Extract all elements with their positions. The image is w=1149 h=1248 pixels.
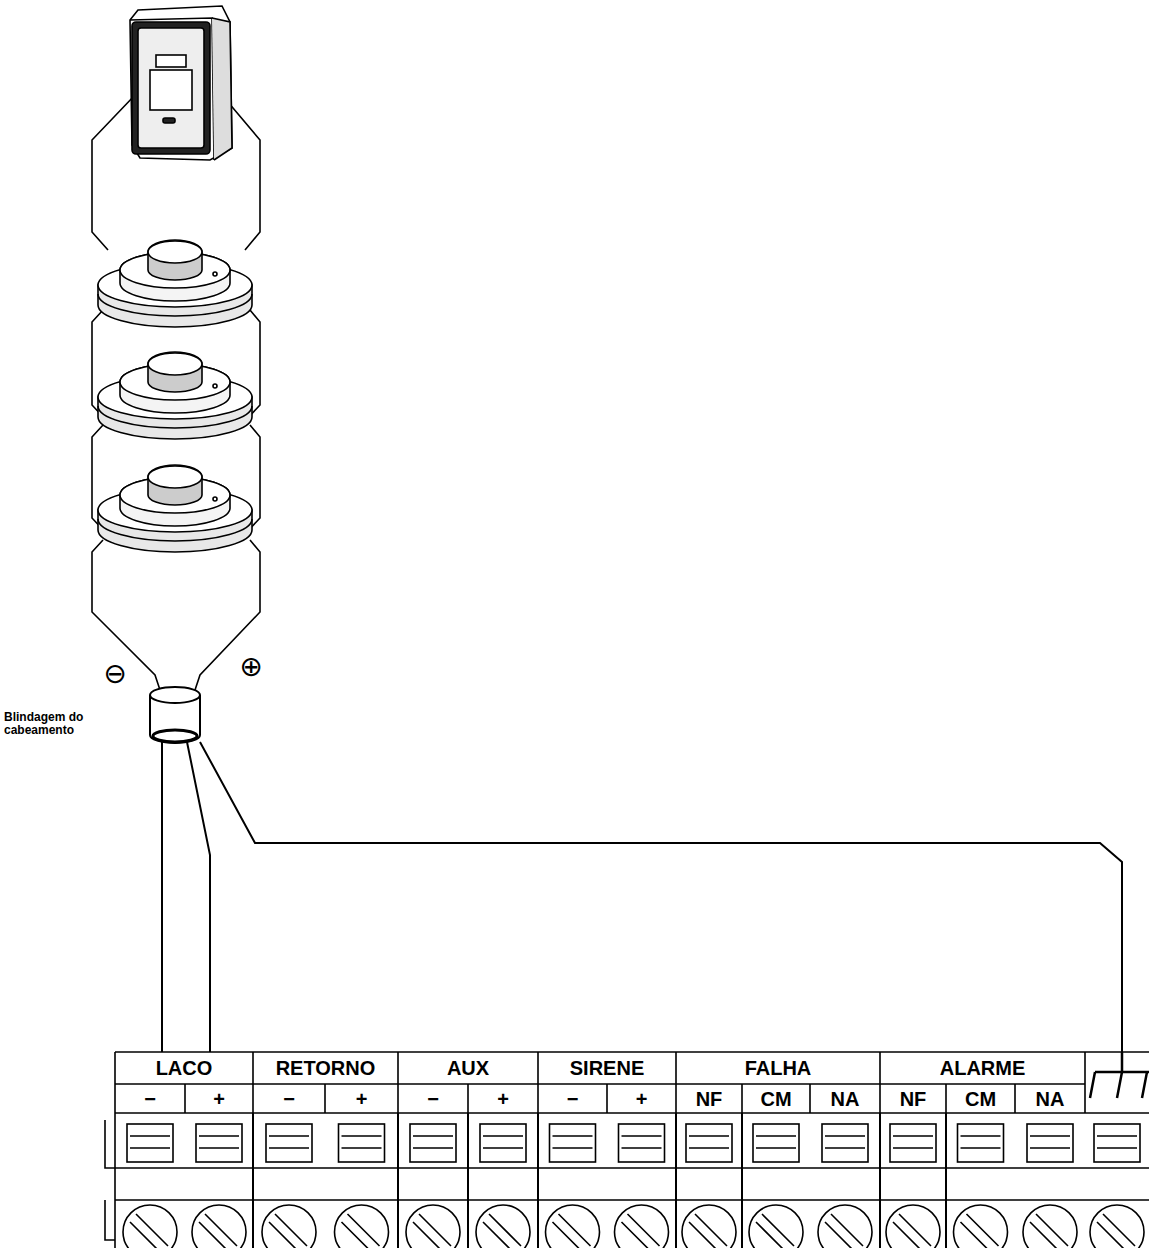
- terminal-group-name: SIRENE: [539, 1053, 675, 1083]
- terminal-name: +: [469, 1085, 537, 1112]
- terminal-name: +: [608, 1085, 675, 1112]
- terminal-name: NA: [811, 1085, 879, 1112]
- terminal-name: NA: [1016, 1085, 1084, 1112]
- terminal-name: CM: [743, 1085, 809, 1112]
- terminal-group-name: ALARME: [881, 1053, 1084, 1083]
- smoke-detector: [98, 352, 252, 439]
- terminal-group-name: LACO: [116, 1053, 252, 1083]
- terminal-name: −: [254, 1085, 324, 1112]
- device-wiring: [92, 95, 260, 690]
- smoke-detectors: [98, 240, 252, 552]
- terminal-block: [105, 1113, 1149, 1248]
- terminal-group-name: FALHA: [677, 1053, 879, 1083]
- smoke-detector: [98, 465, 252, 552]
- terminal-group-name: AUX: [399, 1053, 537, 1083]
- cable-shield: [150, 687, 200, 743]
- terminal-header-grid: [115, 1052, 1149, 1113]
- terminal-name: −: [399, 1085, 467, 1112]
- terminal-name: CM: [947, 1085, 1014, 1112]
- terminal-name: −: [116, 1085, 184, 1112]
- call-point: [130, 6, 232, 160]
- terminal-group-name: RETORNO: [254, 1053, 397, 1083]
- polarity-symbol: ⊖: [98, 657, 132, 691]
- terminal-name: +: [326, 1085, 397, 1112]
- smoke-detector: [98, 240, 252, 327]
- terminal-name: +: [186, 1085, 252, 1112]
- cable-shield-label: Blindagem do cabeamento: [4, 706, 124, 742]
- ground-symbol: [1090, 1052, 1149, 1098]
- terminal-name: NF: [677, 1085, 741, 1112]
- terminal-name: NF: [881, 1085, 945, 1112]
- loop-wires: [162, 742, 1122, 1052]
- polarity-symbol: ⊕: [234, 650, 268, 684]
- terminal-name: −: [539, 1085, 606, 1112]
